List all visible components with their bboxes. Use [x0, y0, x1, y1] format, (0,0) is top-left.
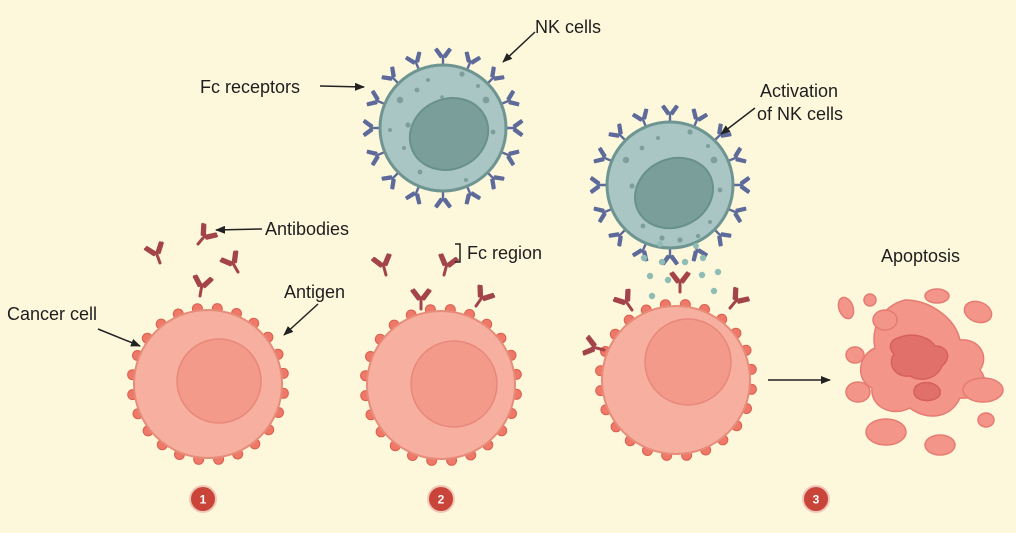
apoptosis-fragment	[863, 293, 877, 307]
fc-receptor-icon	[608, 123, 629, 144]
step-badge-1: 1	[189, 485, 217, 513]
fc-receptors-top	[362, 47, 524, 209]
cancer-cell-2	[360, 304, 522, 466]
activation-label-line1: Activation	[760, 81, 838, 101]
antigen-label: Antigen	[284, 282, 345, 302]
fc-receptor-icon	[498, 149, 520, 166]
step-badge-3: 3	[802, 485, 830, 513]
apoptosis-fragment	[924, 434, 956, 456]
apoptosis-fragment	[924, 288, 950, 304]
nk-cell-granules	[388, 71, 496, 182]
fc-receptor-icon	[589, 176, 611, 194]
fc-region-bracket	[455, 243, 461, 263]
cancer-cell-label: Cancer cell	[7, 304, 97, 324]
apoptosis-fragment	[865, 418, 907, 446]
fc-receptor-icon	[484, 169, 505, 190]
nk-cell-top	[362, 47, 524, 209]
fc-receptor-icon	[434, 187, 452, 209]
antibody-icon	[189, 222, 219, 252]
arrow-antigen	[283, 303, 319, 336]
apoptosis-nucleus-fragment	[913, 381, 941, 402]
antibody-icon	[433, 252, 460, 279]
cancer-cell-1	[127, 303, 289, 465]
nk-cell-activated	[589, 104, 751, 266]
apoptosis-fragment	[872, 309, 898, 331]
activation-label-line2: of NK cells	[757, 104, 843, 124]
fc-receptor-icon	[502, 119, 524, 137]
apoptosis-label: Apoptosis	[881, 246, 960, 266]
antibody-icon	[669, 271, 691, 294]
cancer-cell-3	[595, 299, 757, 461]
antibody-icon	[467, 283, 496, 313]
apoptosis-fragment	[977, 412, 995, 428]
fc-receptor-icon	[434, 47, 452, 69]
apoptosis-fragment	[963, 300, 993, 324]
antibody-icon	[370, 252, 397, 279]
fc-receptor-icon	[381, 66, 402, 87]
fc-receptor-icon	[464, 51, 481, 73]
arrow-cancer-cell	[97, 328, 141, 347]
fc-receptor-icon	[725, 206, 747, 223]
apoptotic-cell	[837, 288, 1004, 456]
released-granules	[640, 241, 722, 300]
fc-receptor-icon	[405, 51, 422, 73]
fc-receptor-icon	[725, 147, 747, 164]
fc-receptor-icon	[661, 244, 679, 266]
antibodies-label: Antibodies	[265, 219, 349, 239]
arrow-fc-receptors	[319, 82, 365, 91]
arrow-activation	[720, 107, 756, 135]
cancer-cell-nucleus	[410, 340, 498, 428]
step-badge-2: 2	[427, 485, 455, 513]
fc-receptors-label: Fc receptors	[200, 77, 300, 97]
fc-receptor-icon	[593, 147, 615, 164]
fc-receptor-icon	[729, 176, 751, 194]
free-antibodies	[143, 222, 248, 300]
antibody-icon	[189, 274, 214, 300]
apoptosis-fragment	[837, 296, 855, 320]
fc-receptor-icon	[366, 90, 388, 107]
step-number: 3	[813, 493, 820, 507]
cancer-cell-nucleus	[176, 338, 262, 424]
step-number: 2	[438, 493, 445, 507]
fc-receptor-icon	[711, 226, 732, 247]
fc-receptor-icon	[593, 206, 615, 223]
fc-receptor-icon	[362, 119, 384, 137]
fc-receptor-icon	[484, 66, 505, 87]
nk-cell-granules	[622, 129, 723, 243]
apoptosis-fragment	[845, 346, 865, 364]
step-number: 1	[200, 493, 207, 507]
fc-receptor-icon	[405, 183, 422, 205]
antibody-icon	[612, 287, 641, 317]
fc-receptor-icon	[608, 226, 629, 247]
fc-receptor-icon	[632, 108, 649, 130]
fc-receptor-icon	[366, 149, 388, 166]
antibody-icon	[143, 240, 170, 268]
fc-receptor-icon	[691, 108, 708, 130]
fc-receptor-icon	[464, 183, 481, 205]
fc-receptor-icon	[498, 90, 520, 107]
fc-region-label: Fc region	[467, 243, 542, 263]
fc-receptor-icon	[381, 169, 402, 190]
fc-receptor-icon	[661, 104, 679, 126]
cancer-cell-nucleus	[644, 318, 732, 406]
pointer-arrows	[97, 31, 831, 384]
arrow-nk-cells	[502, 31, 536, 63]
antibody-icon	[721, 286, 751, 316]
apoptosis-fragment	[962, 377, 1004, 403]
apoptosis-fragment	[845, 381, 871, 403]
nk-cells-label: NK cells	[535, 17, 601, 37]
antibody-icon	[219, 249, 248, 278]
arrow-antibodies	[215, 225, 263, 234]
nk-cell-nucleus	[408, 97, 490, 171]
apoptosis-nucleus-fragment	[889, 334, 949, 380]
nk-cell-nucleus	[634, 156, 714, 230]
